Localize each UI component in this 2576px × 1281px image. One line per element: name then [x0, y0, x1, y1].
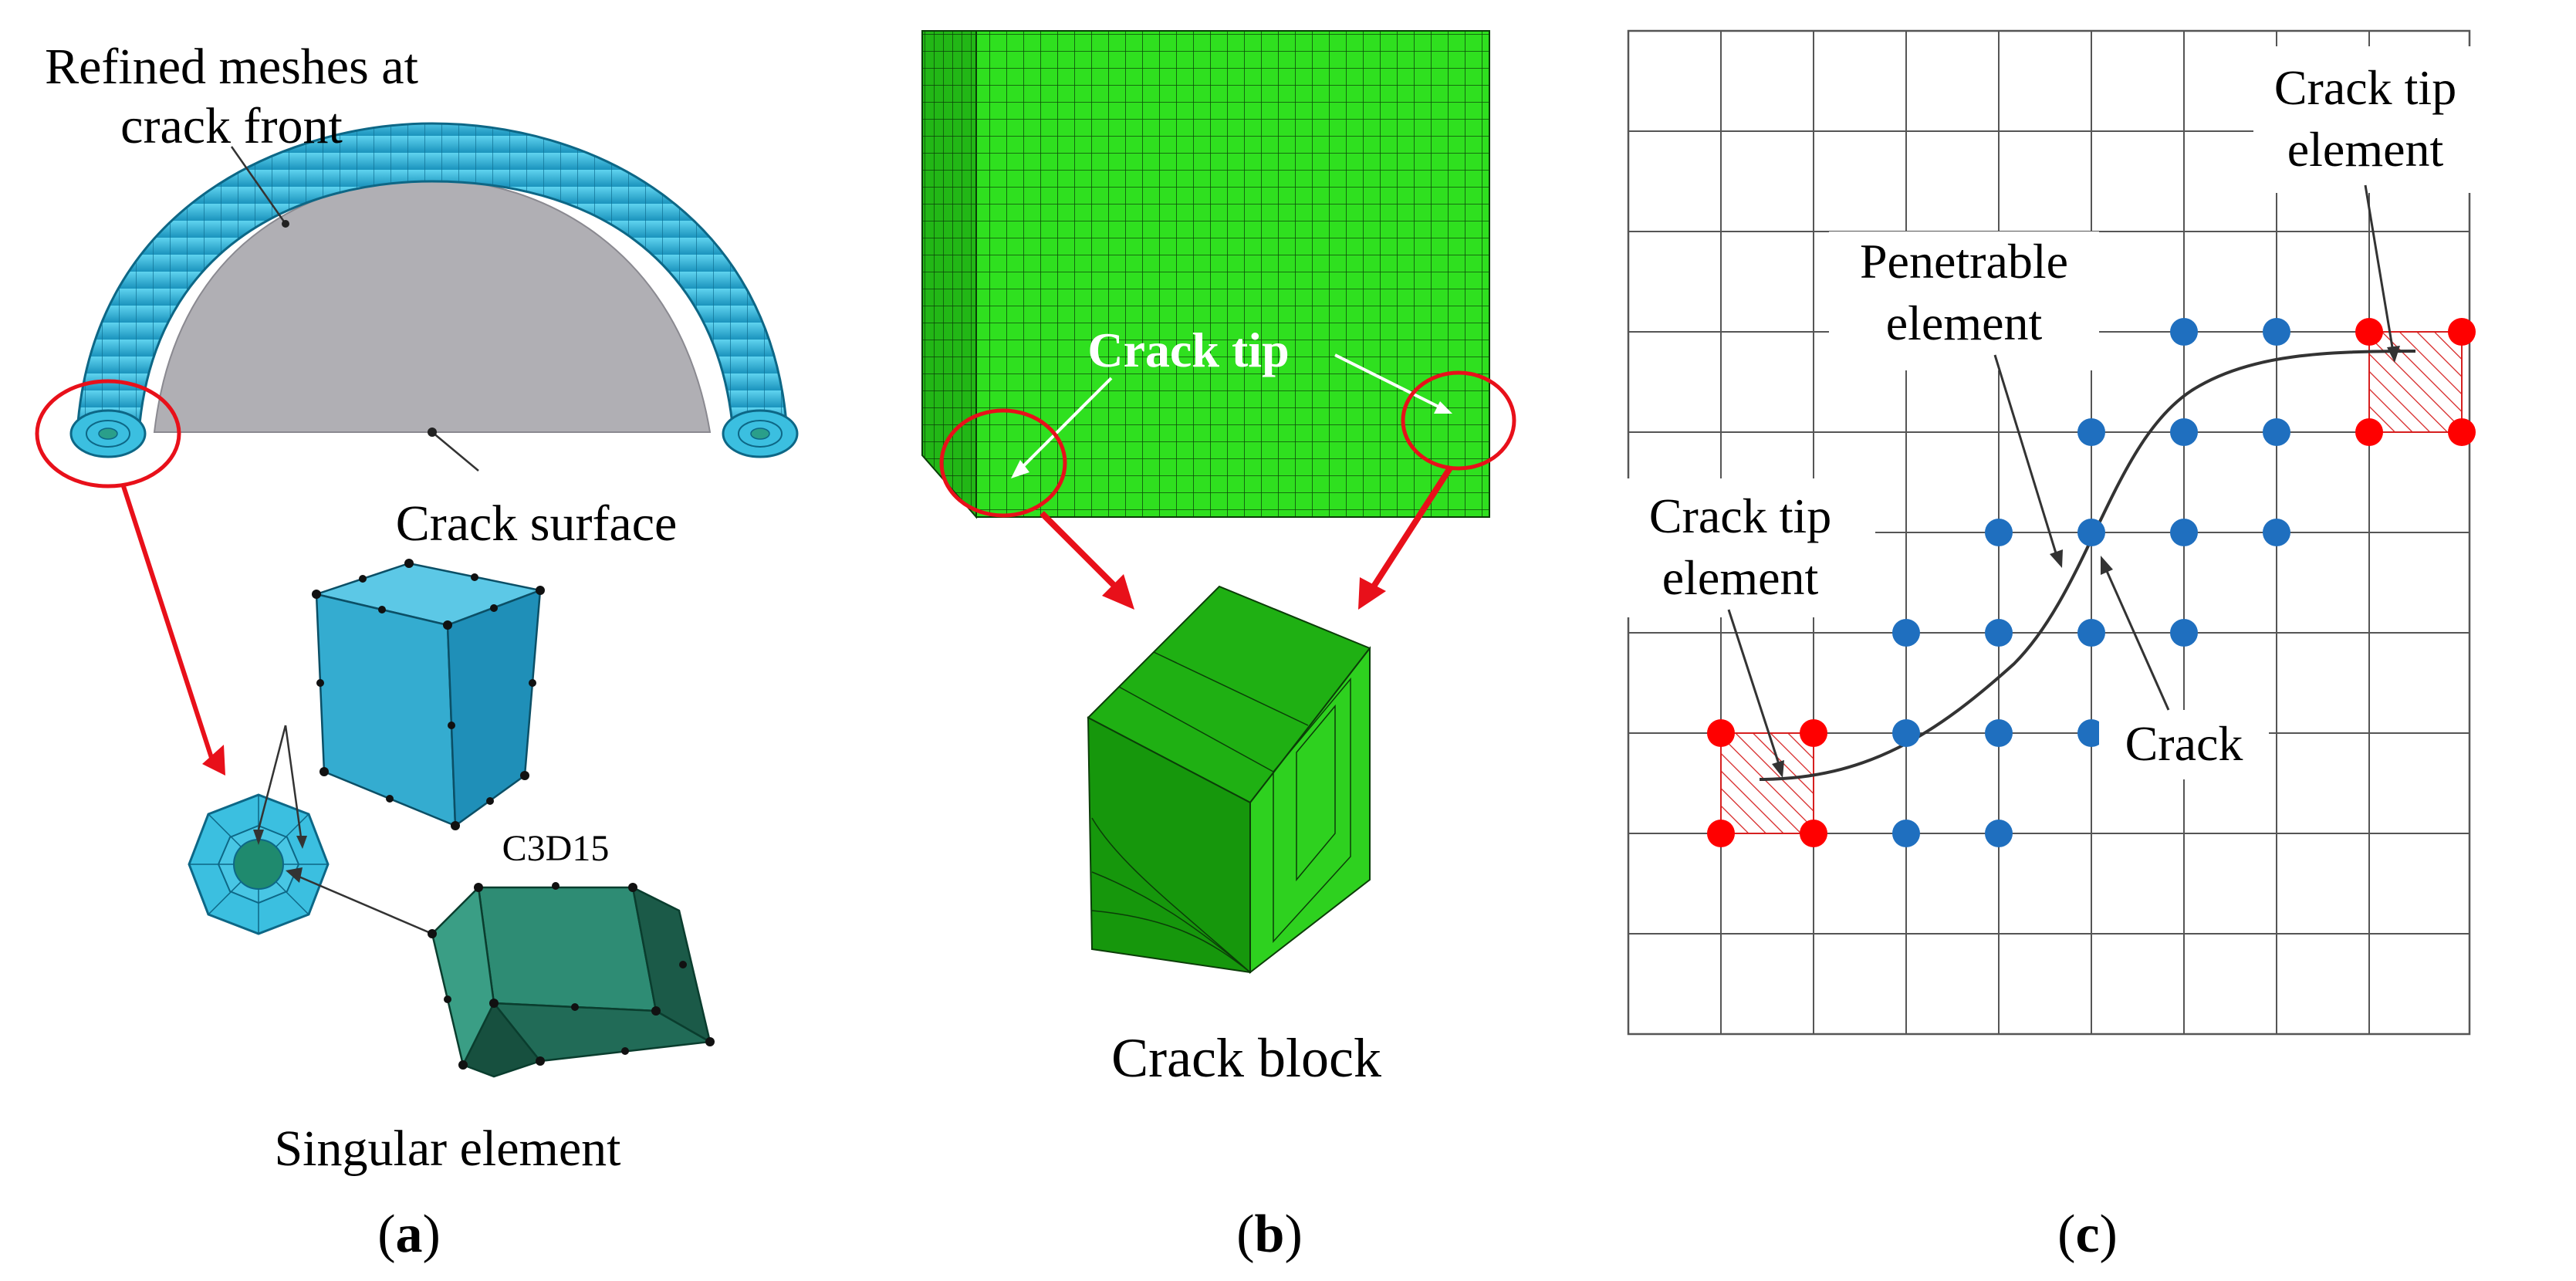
- caption-b-letter: b: [1254, 1205, 1285, 1264]
- label-penetrable-line2: element: [1886, 296, 2043, 350]
- caption-a-close: ): [422, 1205, 441, 1264]
- wedge-element: [428, 882, 715, 1078]
- tip-arrow-left: [1017, 377, 1113, 472]
- red-arrow-b-left: [1040, 511, 1121, 593]
- tip-arrow-right: [1334, 353, 1444, 411]
- caption-a-open: (: [377, 1205, 396, 1264]
- red-arrow-b-right: [1371, 465, 1454, 589]
- leader-refined: [230, 146, 287, 225]
- label-crack: Crack: [2125, 716, 2243, 771]
- mesh-block-side: [921, 30, 977, 519]
- pointer-line-1: [257, 725, 287, 830]
- label-crack-surface: Crack surface: [396, 495, 678, 552]
- label-tip-left-line1: Crack tip: [1649, 488, 1831, 543]
- panel-b: Crack tip Crack block: [921, 30, 1516, 1089]
- tip-arrow-left-head: [1011, 460, 1029, 478]
- caption-c-open: (: [2057, 1205, 2076, 1264]
- octagon-section: [188, 793, 330, 935]
- caption-b: (b): [1154, 1204, 1385, 1266]
- pointer-line-3: [296, 874, 433, 935]
- tip-arrow-right-head: [1434, 401, 1452, 414]
- caption-a: (a): [293, 1204, 525, 1266]
- panel-c: Crack tip element Penetrable element Cra…: [1613, 29, 2477, 1036]
- highlight-circle-b-left: [939, 408, 1067, 518]
- highlight-circle-b-right: [1401, 370, 1516, 471]
- hex-element: [312, 559, 545, 830]
- label-crack-block: Crack block: [1111, 1027, 1381, 1089]
- leader-surface: [431, 431, 479, 472]
- label-singular-element: Singular element: [274, 1120, 620, 1177]
- red-arrow-b-right-head: [1358, 577, 1386, 610]
- caption-b-close: ): [1284, 1205, 1303, 1264]
- label-refined-line1: Refined meshes at: [45, 39, 418, 95]
- label-crack-tip: Crack tip: [1087, 323, 1289, 377]
- label-bg-top: [2253, 46, 2477, 193]
- panel-a: Refined meshes at crack front Crack surf…: [35, 39, 799, 1177]
- label-penetrable-line1: Penetrable: [1860, 234, 2068, 289]
- leader-surface-dot: [428, 428, 437, 437]
- pointer-line-2: [284, 725, 303, 838]
- caption-c-letter: c: [2075, 1205, 2100, 1264]
- red-arrow-b-left-head: [1102, 574, 1134, 610]
- caption-b-open: (: [1236, 1205, 1255, 1264]
- label-element-type: C3D15: [502, 828, 610, 869]
- caption-c: (c): [1972, 1204, 2203, 1266]
- label-bg-crack: [2099, 710, 2269, 779]
- red-arrow-a-head: [202, 745, 225, 776]
- label-tip-left-line2: element: [1662, 550, 1819, 605]
- pointer-head-1: [253, 830, 264, 845]
- ring-end-left: [69, 409, 147, 458]
- caption-c-close: ): [2099, 1205, 2118, 1264]
- caption-a-letter: a: [395, 1205, 423, 1264]
- crack-tip-element-left: [1720, 732, 1814, 834]
- blue-nodes: [1892, 318, 2290, 847]
- leader-refined-dot: [282, 220, 289, 228]
- label-bg-left: [1613, 478, 1875, 617]
- red-arrow-a: [121, 485, 215, 761]
- leader-arrows: [1727, 184, 2400, 778]
- mesh-block-front: [975, 30, 1490, 518]
- pointer-head-2: [296, 836, 307, 849]
- red-nodes: [1707, 318, 2476, 847]
- label-refined-line2: crack front: [120, 98, 343, 154]
- ring-end-right: [722, 409, 799, 458]
- pointer-head-3: [286, 867, 303, 883]
- label-tip-top-line1: Crack tip: [2274, 60, 2456, 115]
- crack-block-cube: [1087, 585, 1371, 975]
- highlight-circle-a: [35, 379, 181, 488]
- label-bg-penetrable: [1829, 232, 2099, 370]
- label-tip-top-line2: element: [2287, 122, 2444, 177]
- crack-tip-element-top: [2368, 331, 2463, 433]
